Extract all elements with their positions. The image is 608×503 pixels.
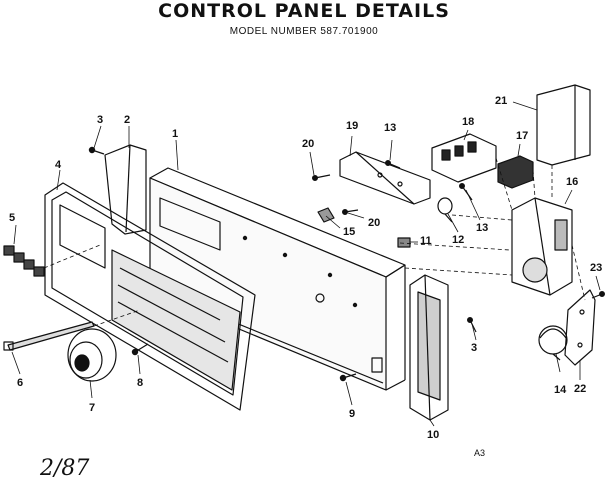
callout-22: 22 xyxy=(574,383,587,395)
callout-17: 17 xyxy=(516,130,529,142)
part-screw-20 xyxy=(312,174,359,216)
part-control-panel-frame xyxy=(149,167,406,391)
callout-3-lower: 3 xyxy=(471,342,478,354)
page-title: CONTROL PANEL DETAILS xyxy=(158,0,450,22)
part-screw-lower xyxy=(467,317,477,333)
callout-13-lower: 13 xyxy=(476,222,489,234)
callout-18: 18 xyxy=(462,116,475,128)
part-push-buttons xyxy=(3,245,45,277)
callout-16: 16 xyxy=(566,176,579,188)
part-clip-11 xyxy=(397,237,411,248)
part-screw-9 xyxy=(339,373,357,382)
part-end-cap-right xyxy=(409,274,449,421)
callout-10: 10 xyxy=(427,429,440,441)
part-motor xyxy=(538,325,568,361)
part-light-socket xyxy=(437,197,453,223)
callout-13-top: 13 xyxy=(384,122,397,134)
callout-23: 23 xyxy=(590,262,603,274)
part-clip-15 xyxy=(317,207,335,223)
callout-7: 7 xyxy=(89,402,96,414)
callout-3-top: 3 xyxy=(97,114,104,126)
callout-5: 5 xyxy=(9,212,16,224)
callout-20-lower: 20 xyxy=(368,217,381,229)
callout-12: 12 xyxy=(452,234,465,246)
part-timer xyxy=(511,197,573,296)
callout-20-top: 20 xyxy=(302,138,315,150)
callout-11: 11 xyxy=(420,235,432,247)
model-number: MODEL NUMBER 587.701900 xyxy=(229,26,379,37)
drawing-code: A3 xyxy=(474,448,486,458)
handwritten-date: 2/87 xyxy=(40,456,90,481)
part-screw-top xyxy=(88,146,105,155)
callout-21: 21 xyxy=(495,95,508,107)
callout-9: 9 xyxy=(349,408,356,420)
part-screw-8 xyxy=(131,343,149,356)
part-screw-23 xyxy=(591,291,605,299)
part-mounting-plate xyxy=(564,289,596,366)
callout-19: 19 xyxy=(346,120,359,132)
part-screw-13 xyxy=(385,160,473,201)
part-cover xyxy=(536,84,591,166)
callout-2: 2 xyxy=(124,114,131,126)
part-control-knob xyxy=(67,328,117,382)
callout-1: 1 xyxy=(172,128,179,140)
part-switch xyxy=(497,155,534,189)
callout-15: 15 xyxy=(343,226,356,238)
callout-14: 14 xyxy=(554,384,567,396)
callout-6: 6 xyxy=(17,377,24,389)
part-end-bracket-left xyxy=(104,144,147,235)
assembly-guide-lines xyxy=(43,157,586,327)
part-front-panel-frame xyxy=(44,182,256,411)
callout-4: 4 xyxy=(55,159,62,171)
callout-8: 8 xyxy=(137,377,144,389)
part-switch-bracket xyxy=(339,151,431,205)
part-push-button-switch xyxy=(431,133,497,183)
part-knob-shaft xyxy=(3,321,95,351)
callout-leaders xyxy=(11,101,601,427)
